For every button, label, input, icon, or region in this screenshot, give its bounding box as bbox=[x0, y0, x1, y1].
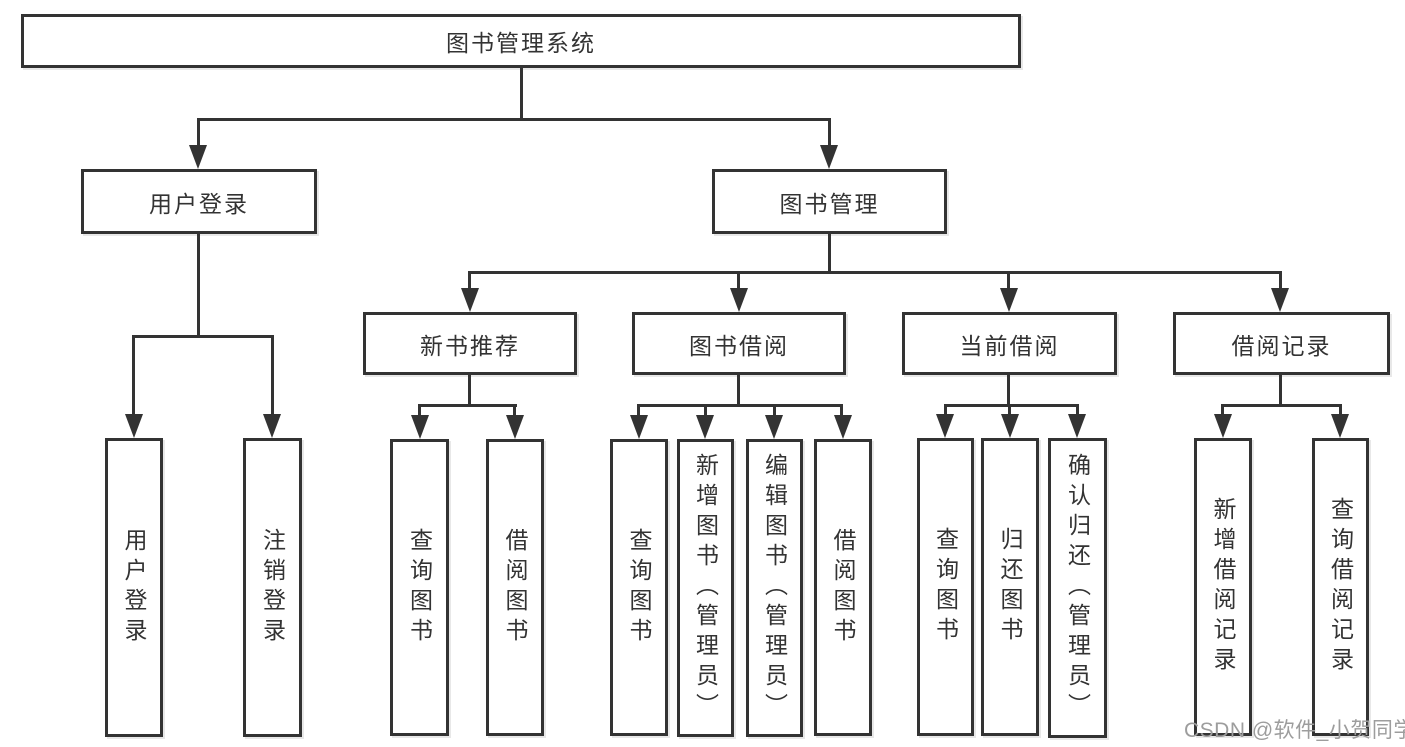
arrow-down-icon bbox=[630, 415, 648, 439]
connector-line bbox=[468, 271, 471, 292]
connector-line bbox=[271, 335, 274, 415]
node-current-borrow: 当前借阅 bbox=[902, 312, 1117, 375]
arrow-down-icon bbox=[461, 288, 479, 312]
connector-line bbox=[513, 404, 516, 417]
arrow-down-icon bbox=[765, 415, 783, 439]
arrow-down-icon bbox=[263, 414, 281, 438]
node-return-books: 归还图书 bbox=[981, 438, 1039, 736]
node-borrow-records: 借阅记录 bbox=[1173, 312, 1390, 375]
node-add-books-admin: 新增图书（管理员） bbox=[677, 439, 734, 737]
node-borrow-books-leaf: 借阅图书 bbox=[814, 439, 872, 736]
node-edit-books-admin: 编辑图书（管理员） bbox=[746, 439, 803, 737]
arrow-down-icon bbox=[1068, 414, 1086, 438]
arrow-down-icon bbox=[696, 415, 714, 439]
node-add-borrow-record: 新增借阅记录 bbox=[1194, 438, 1252, 736]
connector-line bbox=[468, 375, 471, 406]
connector-line bbox=[704, 404, 707, 417]
connector-line bbox=[197, 234, 200, 338]
connector-line bbox=[1279, 375, 1282, 406]
node-query-books-recommend: 查询图书 bbox=[390, 439, 449, 736]
connector-line bbox=[828, 234, 831, 274]
connector-line bbox=[1008, 404, 1011, 416]
arrow-down-icon bbox=[820, 145, 838, 169]
connector-line bbox=[944, 404, 1079, 407]
arrow-down-icon bbox=[1214, 414, 1232, 438]
node-root-book-management-system: 图书管理系统 bbox=[21, 14, 1021, 68]
connector-line bbox=[737, 271, 740, 292]
connector-line bbox=[418, 404, 517, 407]
arrow-down-icon bbox=[411, 415, 429, 439]
node-new-book-recommend: 新书推荐 bbox=[363, 312, 577, 375]
connector-line bbox=[944, 404, 947, 416]
connector-line bbox=[1076, 404, 1079, 416]
connector-line bbox=[468, 271, 1282, 274]
connector-line bbox=[197, 118, 831, 121]
connector-line bbox=[737, 375, 740, 406]
connector-line bbox=[840, 404, 843, 417]
connector-line bbox=[520, 68, 523, 120]
node-logout-leaf: 注销登录 bbox=[243, 438, 302, 737]
connector-line bbox=[773, 404, 776, 417]
connector-line bbox=[1221, 404, 1342, 407]
connector-line bbox=[1339, 404, 1342, 416]
csdn-watermark: CSDN @软件_小贺同学 bbox=[1184, 719, 1405, 742]
connector-line bbox=[1007, 375, 1010, 406]
arrow-down-icon bbox=[506, 415, 524, 439]
arrow-down-icon bbox=[125, 414, 143, 438]
connector-line bbox=[1221, 404, 1224, 416]
arrow-down-icon bbox=[189, 145, 207, 169]
node-query-books-current: 查询图书 bbox=[917, 438, 974, 736]
node-user-login: 用户登录 bbox=[81, 169, 317, 234]
node-user-login-leaf: 用户登录 bbox=[105, 438, 163, 737]
connector-line bbox=[418, 404, 421, 417]
node-book-management: 图书管理 bbox=[712, 169, 947, 234]
arrow-down-icon bbox=[834, 415, 852, 439]
connector-line bbox=[197, 118, 200, 148]
arrow-down-icon bbox=[1331, 414, 1349, 438]
connector-line bbox=[637, 404, 843, 407]
connector-line bbox=[132, 335, 274, 338]
connector-line bbox=[828, 118, 831, 148]
arrow-down-icon bbox=[730, 288, 748, 312]
arrow-down-icon bbox=[1000, 288, 1018, 312]
arrow-down-icon bbox=[1271, 288, 1289, 312]
node-book-borrow: 图书借阅 bbox=[632, 312, 846, 375]
node-query-books-borrow: 查询图书 bbox=[610, 439, 668, 736]
connector-line bbox=[637, 404, 640, 417]
connector-line bbox=[132, 335, 135, 415]
node-confirm-return-admin: 确认归还（管理员） bbox=[1048, 438, 1107, 738]
connector-line bbox=[1279, 271, 1282, 292]
arrow-down-icon bbox=[936, 414, 954, 438]
node-query-borrow-record: 查询借阅记录 bbox=[1312, 438, 1369, 736]
node-borrow-books-recommend: 借阅图书 bbox=[486, 439, 544, 736]
connector-line bbox=[1007, 271, 1010, 292]
arrow-down-icon bbox=[1001, 414, 1019, 438]
